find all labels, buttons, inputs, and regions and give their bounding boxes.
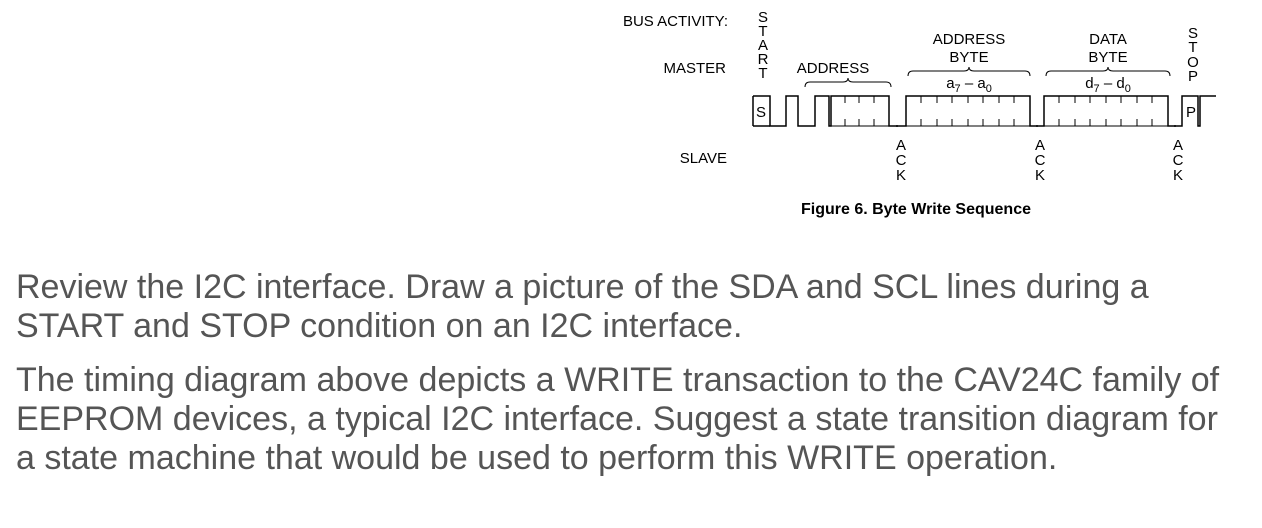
slave-label: SLAVE [680,150,727,167]
data-byte-label-line1: DATA [1089,31,1127,48]
address-byte-label-line2: BYTE [949,49,988,66]
address-byte-label-line1: ADDRESS [933,31,1006,48]
master-label: MASTER [663,60,726,77]
address-field-label: ADDRESS [797,60,870,77]
svg-text:A: A [1035,137,1045,154]
address-bit-range: a7 – a0 [946,75,992,95]
ack-slot-2 [1036,125,1038,127]
stop-vertical-label: S T O P [1187,25,1199,85]
address-byte-bit-ticks [906,96,1030,127]
sda-signal-line [753,95,1216,127]
svg-text:K: K [1173,167,1183,184]
ack-slots [896,125,1176,127]
stop-condition-marker: P [1186,104,1196,121]
svg-text:A: A [758,37,768,54]
ack-label-1: A C K [896,137,907,184]
field-braces [804,66,1171,88]
ack-label-2: A C K [1035,137,1046,184]
svg-text:A: A [896,137,906,154]
svg-text:P: P [1188,68,1198,85]
svg-text:S: S [758,9,768,26]
data-byte-brace [1045,66,1171,77]
ack-slot-1 [896,125,898,127]
sda-waveform [752,95,1216,127]
svg-text:A: A [1173,137,1183,154]
address-brace [804,77,892,88]
question-state-machine: The timing diagram above depicts a WRITE… [16,361,1220,477]
figure-caption: Figure 6. Byte Write Sequence [801,201,1031,218]
svg-text:O: O [1187,54,1199,71]
question-start-stop: Review the I2C interface. Draw a picture… [16,268,1149,345]
start-condition-marker: S [756,104,766,121]
bus-activity-label: BUS ACTIVITY: [623,13,728,30]
svg-text:K: K [1035,167,1045,184]
svg-text:R: R [758,51,769,68]
address-bit-ticks [831,96,889,127]
byte-write-timing-diagram: BUS ACTIVITY: MASTER SLAVE S T A R T S T… [623,9,1216,218]
svg-text:T: T [758,23,767,40]
ack-label-3: A C K [1173,137,1184,184]
data-byte-bit-ticks [1044,96,1168,127]
svg-text:T: T [1188,39,1197,56]
data-bit-range: d7 – d0 [1085,75,1131,95]
ack-slot-3 [1174,125,1176,127]
svg-text:C: C [1173,152,1184,169]
start-vertical-label: S T A R T [758,9,769,82]
address-byte-brace [907,66,1031,77]
svg-text:C: C [896,152,907,169]
svg-text:K: K [896,167,906,184]
svg-text:C: C [1035,152,1046,169]
svg-text:T: T [758,65,767,82]
svg-text:S: S [1188,25,1198,42]
data-byte-label-line2: BYTE [1088,49,1127,66]
